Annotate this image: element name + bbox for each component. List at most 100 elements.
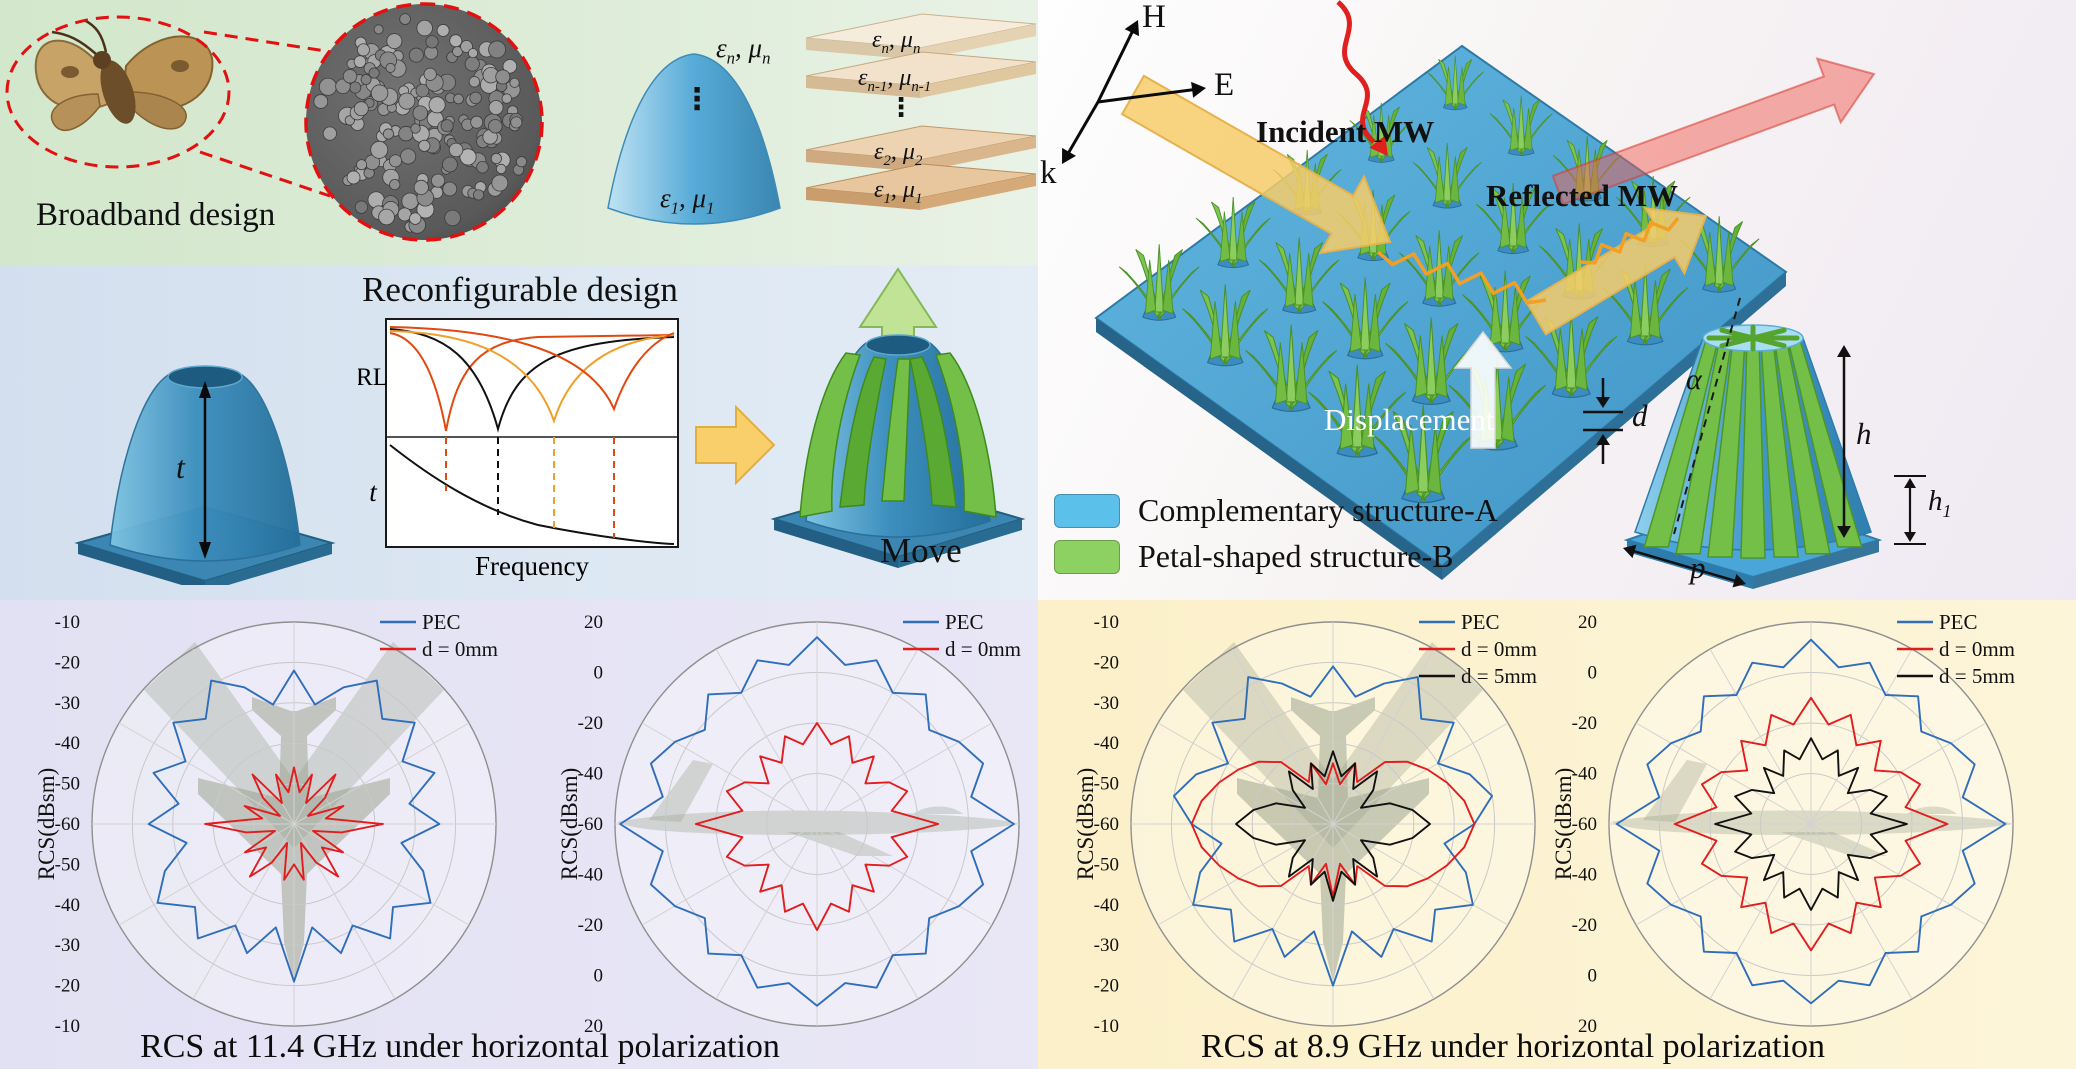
svg-text:d = 5mm: d = 5mm (1461, 664, 1537, 688)
svg-text:-60: -60 (55, 814, 80, 835)
svg-text:-60: -60 (1572, 814, 1597, 835)
thickness-decay-curve (389, 444, 675, 545)
moth-image (34, 18, 214, 131)
transform-arrow (695, 404, 776, 486)
petal-structure (1412, 142, 1482, 209)
svg-text:-50: -50 (55, 774, 80, 795)
rl-frequency-inset-plot: RL t Frequency (358, 318, 679, 581)
svg-text:-10: -10 (1094, 612, 1119, 633)
reflected-wave-arrow (1551, 57, 1876, 206)
svg-text:d = 0mm: d = 0mm (1939, 637, 2015, 661)
svg-text:-40: -40 (1572, 764, 1597, 785)
svg-text:-30: -30 (1094, 693, 1119, 714)
svg-text:-20: -20 (1094, 976, 1119, 997)
petal-structure (1322, 277, 1409, 360)
svg-text:20: 20 (584, 612, 603, 633)
svg-text:d = 0mm: d = 0mm (1461, 637, 1537, 661)
reflected-path-arrow (1524, 206, 1708, 336)
radial-tick-labels: -10-10-20-20-30-30-40-40-50-50-60 (1094, 612, 1119, 1037)
layer-stack (805, 13, 1037, 210)
svg-text:-40: -40 (1572, 865, 1597, 886)
series-d = 0mm (1673, 696, 1949, 952)
axis-k-label: k (1040, 155, 1057, 191)
stack-label-n: εn, μn (872, 27, 921, 57)
svg-text:-40: -40 (55, 895, 80, 916)
panel-broadband: Broadband design εn, μn ⋮ ε1, μ1 εn, μn … (0, 0, 1038, 265)
chart-legend: PEC d = 0mm d = 5mm (1419, 610, 1537, 688)
svg-text:-30: -30 (55, 693, 80, 714)
incident-mw-label: Incident MW (1256, 114, 1435, 149)
svg-text:-50: -50 (1094, 774, 1119, 795)
svg-text:PEC: PEC (1461, 610, 1500, 634)
unit-cell (1623, 297, 1926, 589)
r-axis-label: RCS(dBsm) (34, 768, 59, 880)
svg-text:d = 5mm: d = 5mm (1939, 664, 2015, 688)
legend-label: Petal-shaped structure-B (1138, 538, 1454, 574)
petal-structure (1195, 197, 1271, 269)
legend-row: Complementary structure-A (1054, 492, 1498, 529)
svg-text:-10: -10 (55, 1016, 80, 1037)
polar-grid (614, 621, 1020, 1027)
legend-swatch (1054, 539, 1120, 574)
svg-text:-30: -30 (1094, 935, 1119, 956)
petal-structure (1182, 284, 1269, 367)
svg-text:20: 20 (1578, 1016, 1597, 1037)
reflected-mw-label: Reflected MW (1486, 178, 1678, 213)
svg-text:-10: -10 (1094, 1016, 1119, 1037)
height-h-label: h (1856, 416, 1872, 451)
caption-left: RCS at 11.4 GHz under horizontal polariz… (140, 1028, 780, 1065)
svg-text:-20: -20 (55, 976, 80, 997)
reconfigurable-title: Reconfigurable design (362, 270, 678, 309)
svg-text:-40: -40 (578, 865, 603, 886)
petal-structure (1678, 216, 1760, 293)
broadband-illustration (5, 2, 1037, 242)
displacement-arrow (1453, 330, 1513, 449)
series-d = 0mm (204, 766, 384, 881)
rl-curve-red2 (389, 326, 675, 412)
svg-text:-20: -20 (578, 915, 603, 936)
inset-ylabel-top: RL (358, 364, 388, 391)
broadband-title: Broadband design (36, 197, 276, 233)
svg-text:-50: -50 (1094, 854, 1119, 875)
petal-array (1118, 55, 1760, 504)
svg-text:-20: -20 (1572, 713, 1597, 734)
svg-text:-20: -20 (55, 652, 80, 673)
r-axis-label: RCS(dBsm) (1073, 768, 1098, 880)
coordinate-axes (1062, 20, 1206, 164)
polar-grid (1130, 621, 1536, 1027)
svg-text:-60: -60 (1094, 814, 1119, 835)
polar-svg: -10-10-20-20-30-30-40-40-50-50-60RCS(dBs… (34, 610, 498, 1037)
caption-right: RCS at 8.9 GHz under horizontal polariza… (1200, 1028, 1826, 1065)
r-axis-label: RCS(dBsm) (557, 768, 582, 880)
petal-structure (1426, 55, 1484, 111)
petal-structure (1462, 270, 1549, 353)
graded-cone (607, 53, 781, 225)
cone-bottom-label: ε1, μ1 (660, 183, 715, 218)
svg-text:-40: -40 (55, 733, 80, 754)
svg-text:-40: -40 (1094, 733, 1119, 754)
inset-xlabel: Frequency (475, 551, 589, 581)
svg-text:-10: -10 (55, 612, 80, 633)
svg-text:0: 0 (1588, 966, 1598, 987)
svg-text:0: 0 (594, 966, 604, 987)
stack-label-2: ε2, μ2 (874, 139, 923, 169)
alpha-label: α (1686, 363, 1702, 396)
stack-label-n1: εn-1, μn-1 (858, 65, 932, 95)
svg-text:-40: -40 (1094, 895, 1119, 916)
series-d = 0mm (1190, 760, 1476, 898)
legend-swatch (1054, 493, 1120, 528)
displacement-label: Displacement (1324, 402, 1495, 437)
axis-e-label: E (1214, 67, 1235, 103)
microsphere-dots (313, 13, 528, 234)
polar-svg: -10-10-20-20-30-30-40-40-50-50-60RCS(dBs… (1073, 610, 1537, 1037)
incident-wave (1336, 0, 1376, 144)
